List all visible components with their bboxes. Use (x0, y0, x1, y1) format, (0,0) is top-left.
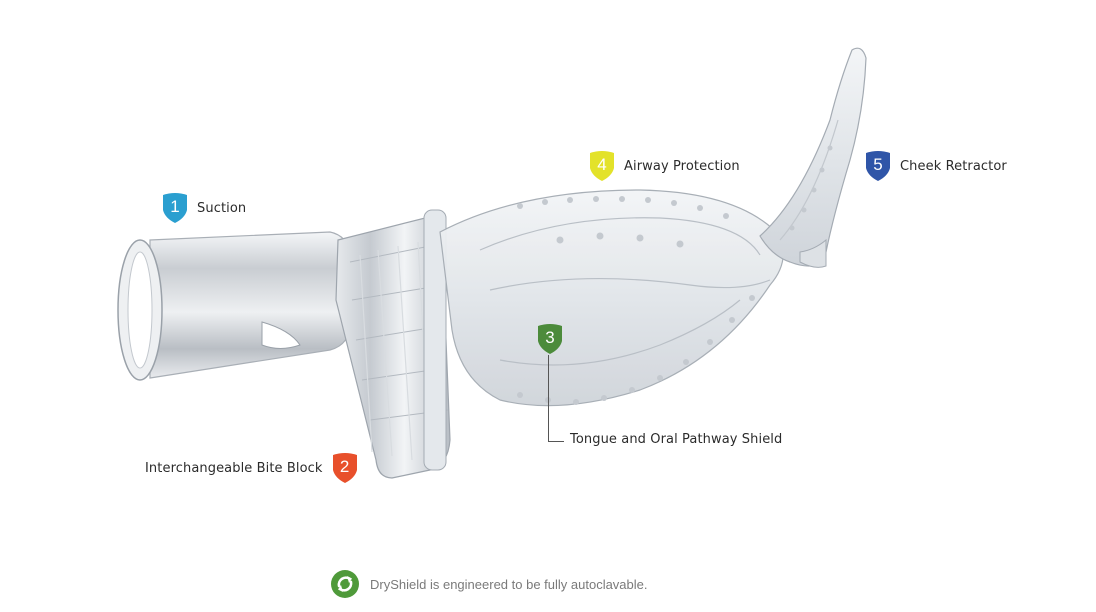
callout-number: 3 (545, 328, 555, 347)
shield-badge-icon (163, 193, 187, 223)
callout-label: Interchangeable Bite Block (145, 460, 323, 476)
callout-bite-block: Interchangeable Bite Block 2 (145, 452, 359, 484)
bite-block-shape (335, 209, 451, 479)
callout-suction: 1 Suction (161, 192, 246, 224)
callout-airway-protection: 4 Airway Protection (588, 150, 740, 182)
shield-badge-icon (866, 151, 890, 181)
cheek-retractor-shape (759, 47, 867, 268)
shield-badge-icon (590, 151, 614, 181)
suction-tube-shape (117, 231, 353, 381)
callout-label: Cheek Retractor (900, 158, 1007, 174)
tongue-shield-shape (439, 189, 784, 407)
callout-number: 2 (339, 457, 350, 476)
leader-line (548, 441, 564, 442)
callout-badge-5: 5 (864, 150, 892, 182)
callout-label-tongue-shield: Tongue and Oral Pathway Shield (570, 432, 783, 447)
leader-line (548, 355, 549, 442)
shield-badge-icon (332, 453, 357, 483)
callout-badge-1: 1 (161, 192, 189, 224)
recycle-arrow-icon (331, 570, 359, 598)
shield-badge-icon (538, 324, 562, 354)
callout-number: 5 (873, 155, 883, 174)
callout-number: 4 (597, 155, 607, 174)
callout-cheek-retractor: 5 Cheek Retractor (864, 150, 1007, 182)
autoclavable-note: DryShield is engineered to be fully auto… (330, 569, 648, 599)
callout-tongue-shield-badge: 3 (536, 323, 564, 355)
callout-badge-4: 4 (588, 150, 616, 182)
callout-label: Airway Protection (624, 158, 740, 174)
callout-number: 1 (170, 197, 180, 216)
autoclavable-text: DryShield is engineered to be fully auto… (370, 576, 648, 592)
callout-badge-3: 3 (536, 323, 564, 355)
callout-label: Suction (197, 200, 247, 216)
callout-badge-2: 2 (331, 452, 359, 484)
